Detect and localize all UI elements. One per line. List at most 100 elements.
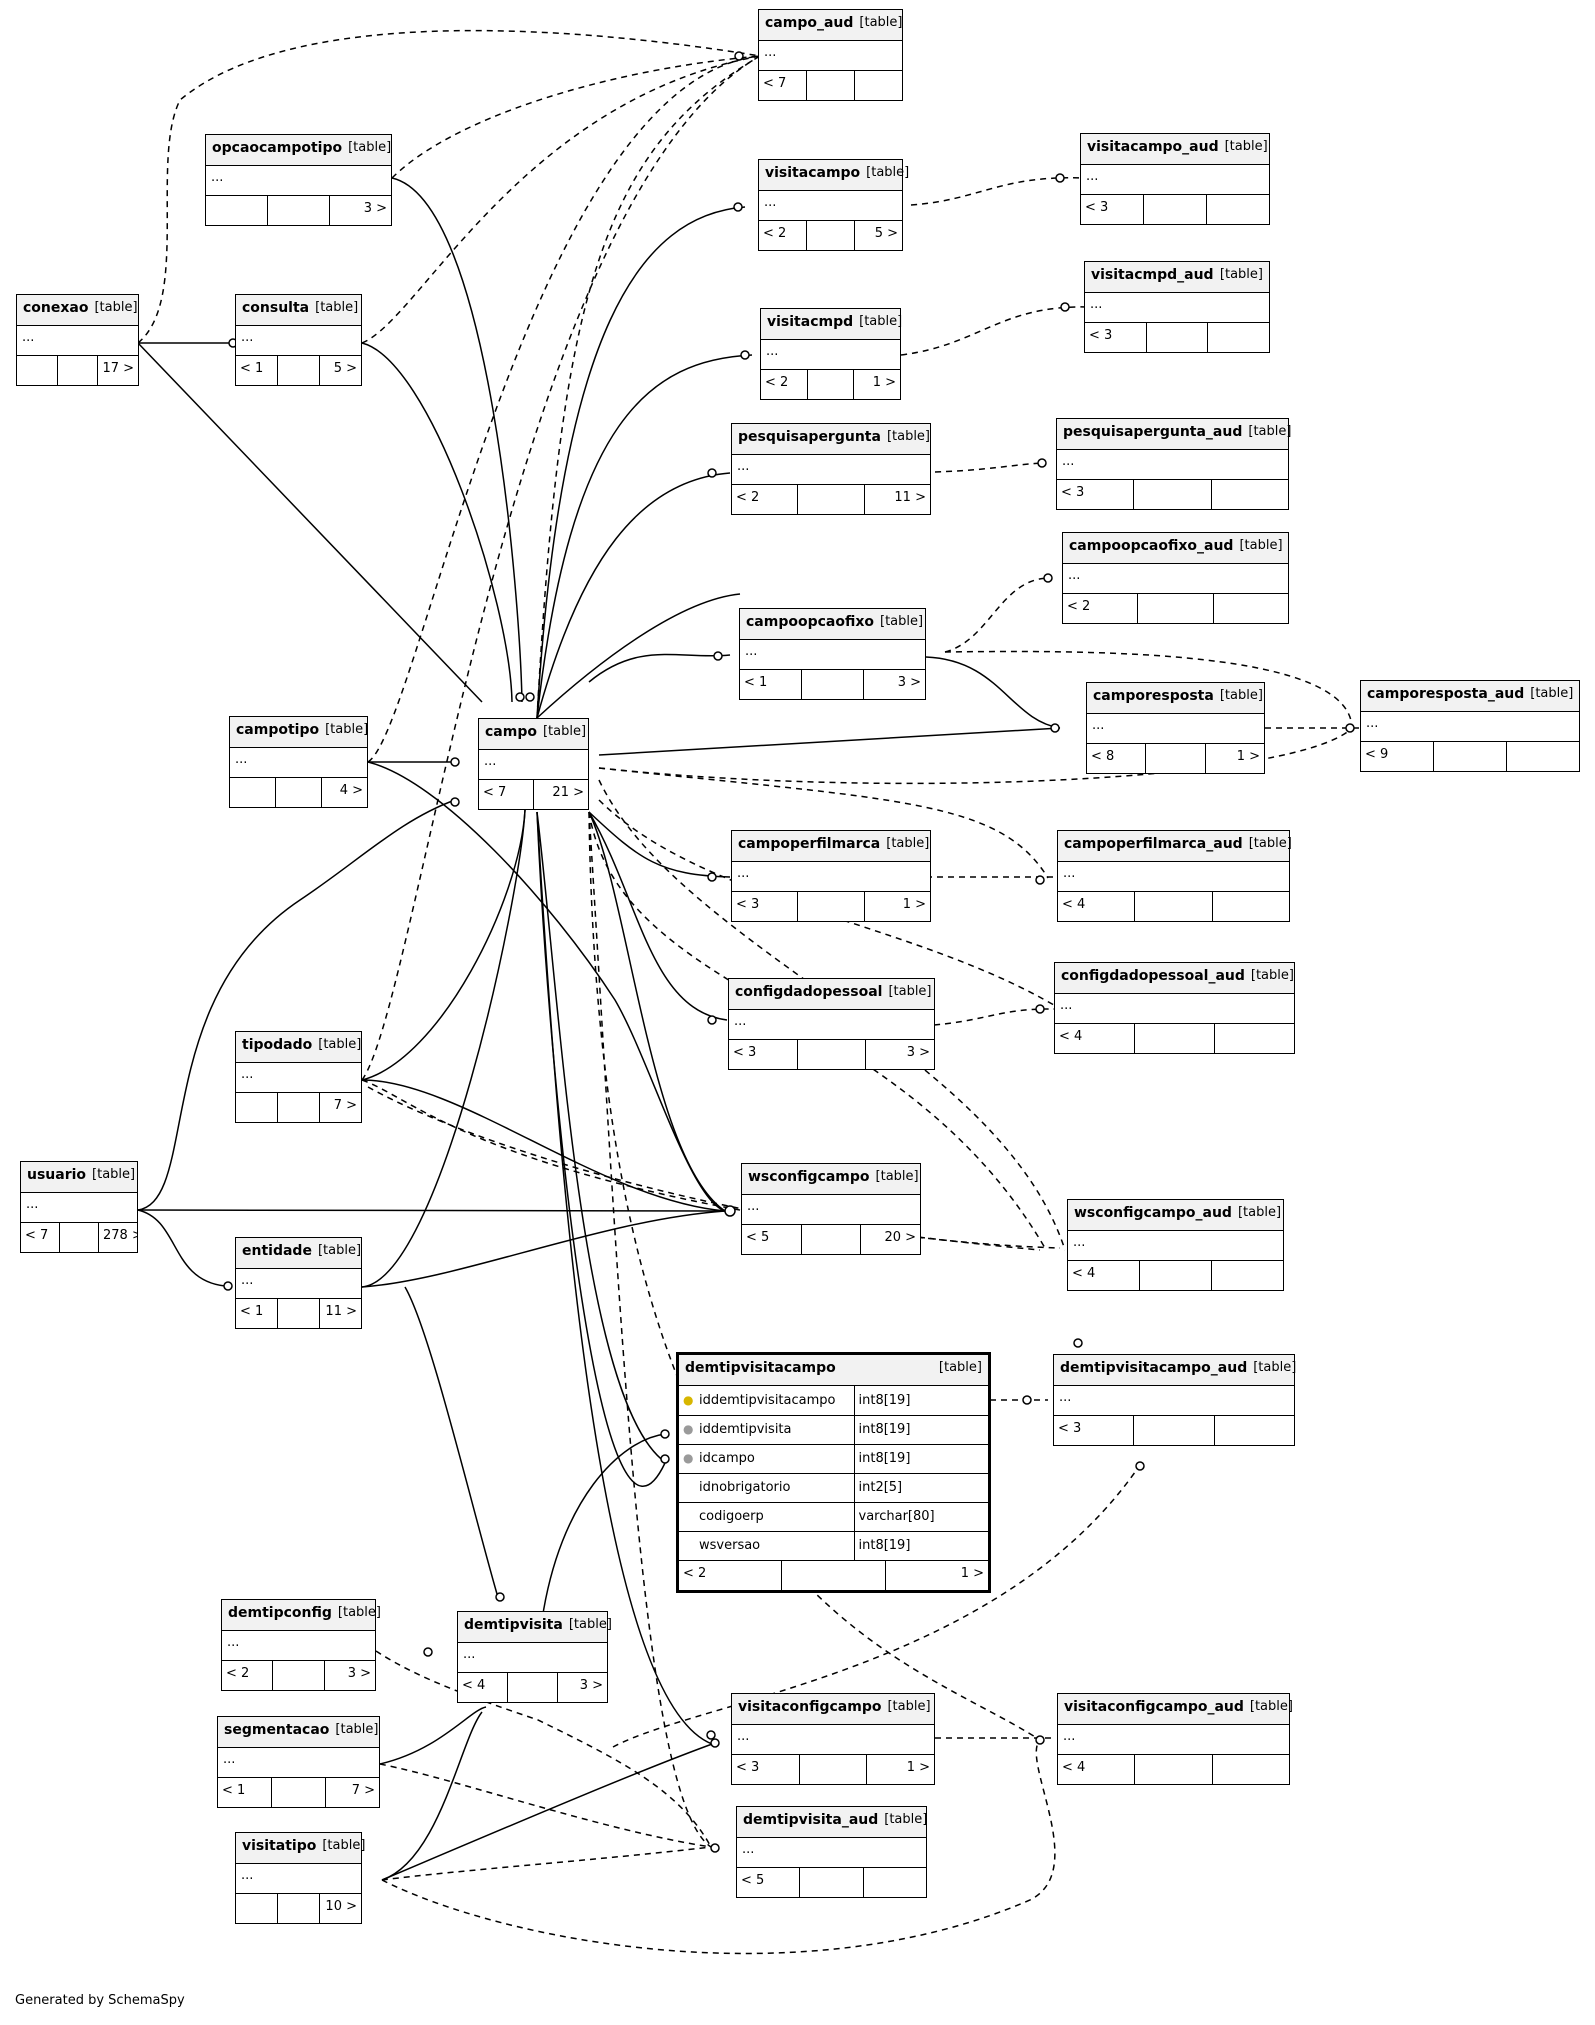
table-conexao[interactable]: conexao [table] ... 17 >: [16, 294, 139, 386]
table-foot-cell[interactable]: < 7: [21, 1223, 60, 1252]
table-foot-cell[interactable]: 5 >: [333, 361, 357, 376]
focus-foot-left[interactable]: < 2: [679, 1560, 783, 1590]
table-foot-cell[interactable]: 3 >: [579, 1678, 603, 1693]
table-foot-cell[interactable]: < 2: [732, 485, 799, 514]
table-opcaocampotipo[interactable]: opcaocampotipo [table] ... 3 >: [205, 134, 392, 226]
table-foot-cell[interactable]: < 4: [1058, 1755, 1136, 1784]
table-name[interactable]: campotipo: [236, 722, 320, 738]
column-row[interactable]: ●iddemtipvisita int8[19]: [679, 1415, 988, 1445]
table-foot-cell[interactable]: < 2: [1063, 594, 1139, 623]
table-name[interactable]: visitacampo: [765, 165, 861, 181]
table-name[interactable]: wsconfigcampo: [748, 1169, 870, 1185]
table-foot-cell[interactable]: < 3: [1081, 195, 1144, 224]
table-name[interactable]: visitacmpd: [767, 314, 854, 330]
table-foot-cell[interactable]: 1 >: [902, 897, 926, 912]
table-foot-cell[interactable]: < 2: [761, 370, 808, 399]
table-name[interactable]: wsconfigcampo_aud: [1074, 1205, 1232, 1221]
table-foot-cell[interactable]: 1 >: [906, 1760, 931, 1775]
table-pesquisapergunta_aud[interactable]: pesquisapergunta_aud [table] ... < 3: [1056, 418, 1291, 510]
table-configdadopessoal_aud[interactable]: configdadopessoal_aud [table] ... < 4: [1054, 962, 1295, 1054]
table-name[interactable]: demtipvisitacampo_aud: [1060, 1360, 1248, 1376]
table-foot-cell[interactable]: < 1: [236, 356, 278, 385]
table-demtipvisita_aud[interactable]: demtipvisita_aud [table] ... < 5: [736, 1806, 927, 1898]
table-foot-cell[interactable]: 21 >: [552, 785, 584, 800]
table-foot-cell[interactable]: < 1: [740, 670, 802, 699]
table-foot-cell[interactable]: < 1: [218, 1778, 272, 1807]
table-foot-cell[interactable]: < 3: [1054, 1416, 1135, 1445]
table-foot-cell[interactable]: < 7: [759, 71, 807, 100]
table-name[interactable]: camporesposta: [1093, 688, 1214, 704]
table-name[interactable]: visitaconfigcampo_aud: [1064, 1699, 1244, 1715]
table-foot-cell[interactable]: < 9: [1361, 742, 1434, 771]
column-row[interactable]: wsversao int8[19]: [679, 1531, 988, 1561]
table-name[interactable]: campoopcaofixo_aud: [1069, 538, 1234, 554]
table-name[interactable]: demtipconfig: [228, 1605, 332, 1621]
table-name[interactable]: consulta: [242, 300, 310, 316]
table-foot-cell[interactable]: < 7: [479, 780, 534, 809]
table-name[interactable]: pesquisapergunta: [738, 429, 881, 445]
table-camporesposta_aud[interactable]: camporesposta_aud [table] ... < 9: [1360, 680, 1580, 772]
table-foot-cell[interactable]: 1 >: [872, 375, 897, 390]
table-name[interactable]: camporesposta_aud: [1367, 686, 1525, 702]
table-foot-cell[interactable]: 20 >: [884, 1230, 917, 1245]
table-wsconfigcampo_aud[interactable]: wsconfigcampo_aud [table] ... < 4: [1067, 1199, 1284, 1291]
table-visitacmpd_aud[interactable]: visitacmpd_aud [table] ... < 3: [1084, 261, 1270, 353]
table-foot-cell[interactable]: < 3: [1057, 480, 1135, 509]
table-foot-cell[interactable]: 7 >: [351, 1783, 375, 1798]
column-row[interactable]: codigoerp varchar[80]: [679, 1502, 988, 1532]
table-foot-cell[interactable]: 17 >: [102, 361, 135, 376]
table-visitacampo_aud[interactable]: visitacampo_aud [table] ... < 3: [1080, 133, 1270, 225]
table-name[interactable]: demtipvisita: [464, 1617, 563, 1633]
table-name[interactable]: campo: [485, 724, 537, 740]
table-campoperfilmarca_aud[interactable]: campoperfilmarca_aud [table] ... < 4: [1057, 830, 1292, 922]
table-campotipo[interactable]: campotipo [table] ... 4 >: [229, 716, 368, 808]
table-name[interactable]: visitacmpd_aud: [1091, 267, 1214, 283]
table-foot-cell[interactable]: < 3: [732, 892, 799, 921]
column-row[interactable]: idnobrigatorio int2[5]: [679, 1473, 988, 1503]
table-foot-cell[interactable]: < 5: [742, 1225, 802, 1254]
table-name[interactable]: visitacampo_aud: [1087, 139, 1219, 155]
table-foot-cell[interactable]: 7 >: [333, 1098, 357, 1113]
table-foot-cell[interactable]: 5 >: [874, 226, 898, 241]
table-name[interactable]: entidade: [242, 1243, 312, 1259]
table-foot-cell[interactable]: < 1: [236, 1299, 278, 1328]
table-foot-cell[interactable]: < 2: [222, 1661, 274, 1690]
table-foot-cell[interactable]: < 3: [729, 1040, 798, 1069]
table-foot-cell[interactable]: < 4: [1058, 892, 1136, 921]
table-foot-cell[interactable]: 3 >: [906, 1045, 931, 1060]
table-foot-cell[interactable]: 3 >: [897, 675, 921, 690]
table-name[interactable]: tipodado: [242, 1037, 313, 1053]
table-foot-cell[interactable]: 11 >: [325, 1304, 357, 1319]
table-name[interactable]: campoperfilmarca: [738, 836, 881, 852]
table-name[interactable]: usuario: [27, 1167, 87, 1183]
column-row[interactable]: ●iddemtipvisitacampo int8[19]: [679, 1386, 988, 1416]
table-name[interactable]: campoperfilmarca_aud: [1064, 836, 1243, 852]
table-campo_aud[interactable]: campo_aud [table] ... < 7: [758, 9, 903, 101]
table-name[interactable]: campo_aud: [765, 15, 854, 31]
table-name[interactable]: demtipvisita_aud: [743, 1812, 879, 1828]
table-name[interactable]: segmentacao: [224, 1722, 330, 1738]
table-name[interactable]: configdadopessoal: [735, 984, 883, 1000]
table-foot-cell[interactable]: < 3: [1085, 323, 1147, 352]
table-visitatipo[interactable]: visitatipo [table] ... 10 >: [235, 1832, 365, 1924]
table-foot-cell[interactable]: < 4: [1055, 1024, 1135, 1053]
table-foot-cell[interactable]: < 5: [737, 1868, 801, 1897]
table-demtipvisitacampo_aud[interactable]: demtipvisitacampo_aud [table] ... < 3: [1053, 1354, 1296, 1446]
table-foot-cell[interactable]: 11 >: [894, 490, 926, 505]
table-visitaconfigcampo_aud[interactable]: visitaconfigcampo_aud [table] ... < 4: [1057, 1693, 1293, 1785]
table-foot-cell[interactable]: < 4: [1068, 1261, 1140, 1290]
